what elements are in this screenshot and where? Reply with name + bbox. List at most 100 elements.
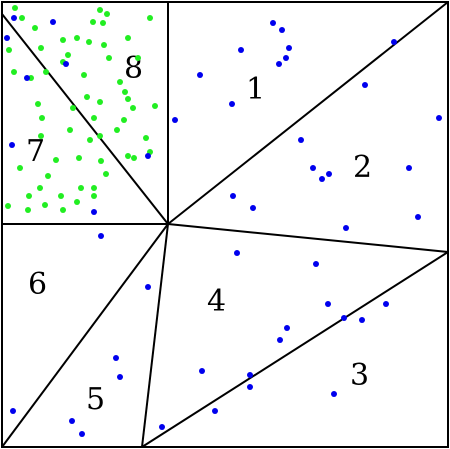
green-point bbox=[125, 153, 131, 159]
green-point bbox=[81, 72, 87, 78]
green-point bbox=[104, 11, 110, 17]
blue-point bbox=[63, 61, 69, 67]
region-label-4: 4 bbox=[207, 284, 226, 319]
green-point bbox=[53, 157, 59, 163]
blue-point bbox=[250, 205, 256, 211]
green-point bbox=[43, 69, 49, 75]
green-point bbox=[91, 115, 97, 121]
green-point bbox=[17, 165, 23, 171]
green-point bbox=[65, 52, 71, 58]
blue-point bbox=[230, 193, 236, 199]
green-point bbox=[91, 185, 97, 191]
blue-point bbox=[283, 55, 289, 61]
blue-point bbox=[145, 284, 151, 290]
green-point bbox=[74, 199, 80, 205]
blue-point bbox=[79, 431, 85, 437]
green-point bbox=[103, 171, 109, 177]
green-point bbox=[152, 103, 158, 109]
blue-point bbox=[113, 355, 119, 361]
blue-point bbox=[331, 391, 337, 397]
edge-4-5 bbox=[141, 223, 169, 448]
blue-point bbox=[325, 301, 331, 307]
green-point bbox=[67, 127, 73, 133]
green-point bbox=[125, 35, 131, 41]
green-point bbox=[100, 20, 106, 26]
edge-5-6 bbox=[1, 223, 169, 448]
blue-point bbox=[234, 250, 240, 256]
green-point bbox=[35, 101, 41, 107]
green-point bbox=[147, 15, 153, 21]
blue-point bbox=[212, 408, 218, 414]
blue-point bbox=[341, 315, 347, 321]
green-point bbox=[91, 193, 97, 199]
blue-point bbox=[436, 115, 442, 121]
blue-point bbox=[197, 72, 203, 78]
green-point bbox=[131, 155, 137, 161]
green-point bbox=[87, 137, 93, 143]
green-point bbox=[70, 105, 76, 111]
blue-point bbox=[383, 301, 389, 307]
blue-point bbox=[319, 176, 325, 182]
edge-diagonal-1-2 bbox=[167, 1, 449, 225]
green-point bbox=[125, 96, 131, 102]
blue-point bbox=[277, 337, 283, 343]
blue-point bbox=[24, 75, 30, 81]
blue-point bbox=[4, 35, 10, 41]
blue-point bbox=[199, 368, 205, 374]
blue-point bbox=[9, 142, 15, 148]
green-point bbox=[37, 185, 43, 191]
blue-point bbox=[117, 374, 123, 380]
blue-point bbox=[247, 372, 253, 378]
blue-point bbox=[310, 165, 316, 171]
green-point bbox=[130, 105, 136, 111]
blue-point bbox=[172, 117, 178, 123]
blue-point bbox=[343, 225, 349, 231]
blue-point bbox=[359, 317, 365, 323]
green-point bbox=[45, 173, 51, 179]
edge-diagonal-7-8 bbox=[1, 13, 169, 225]
green-point bbox=[117, 79, 123, 85]
blue-point bbox=[10, 408, 16, 414]
region-label-6: 6 bbox=[28, 267, 47, 302]
green-point bbox=[19, 15, 25, 21]
region-label-5: 5 bbox=[86, 382, 105, 417]
green-point bbox=[121, 117, 127, 123]
green-point bbox=[106, 55, 112, 61]
blue-point bbox=[50, 19, 56, 25]
points-layer bbox=[4, 5, 442, 437]
blue-point bbox=[406, 165, 412, 171]
green-point bbox=[84, 94, 90, 100]
blue-point bbox=[415, 214, 421, 220]
blue-point bbox=[298, 137, 304, 143]
green-point bbox=[122, 89, 128, 95]
blue-point bbox=[313, 261, 319, 267]
green-point bbox=[5, 203, 11, 209]
region-label-2: 2 bbox=[353, 150, 372, 185]
green-point bbox=[38, 45, 44, 51]
region-label-7: 7 bbox=[26, 134, 45, 169]
blue-point bbox=[238, 47, 244, 53]
green-point bbox=[97, 99, 103, 105]
green-point bbox=[25, 207, 31, 213]
edge-2-4 bbox=[167, 223, 449, 253]
blue-point bbox=[91, 209, 97, 215]
green-point bbox=[58, 193, 64, 199]
blue-point bbox=[279, 27, 285, 33]
green-point bbox=[98, 158, 104, 164]
blue-point bbox=[11, 15, 17, 21]
green-point bbox=[97, 7, 103, 13]
blue-point bbox=[391, 39, 397, 45]
green-point bbox=[60, 207, 66, 213]
green-point bbox=[38, 133, 44, 139]
blue-point bbox=[229, 101, 235, 107]
green-point bbox=[12, 5, 18, 11]
green-point bbox=[143, 135, 149, 141]
edge-3-4 bbox=[141, 251, 449, 448]
green-point bbox=[42, 202, 48, 208]
green-point bbox=[101, 42, 107, 48]
green-point bbox=[97, 133, 103, 139]
green-point bbox=[60, 37, 66, 43]
blue-point bbox=[284, 325, 290, 331]
